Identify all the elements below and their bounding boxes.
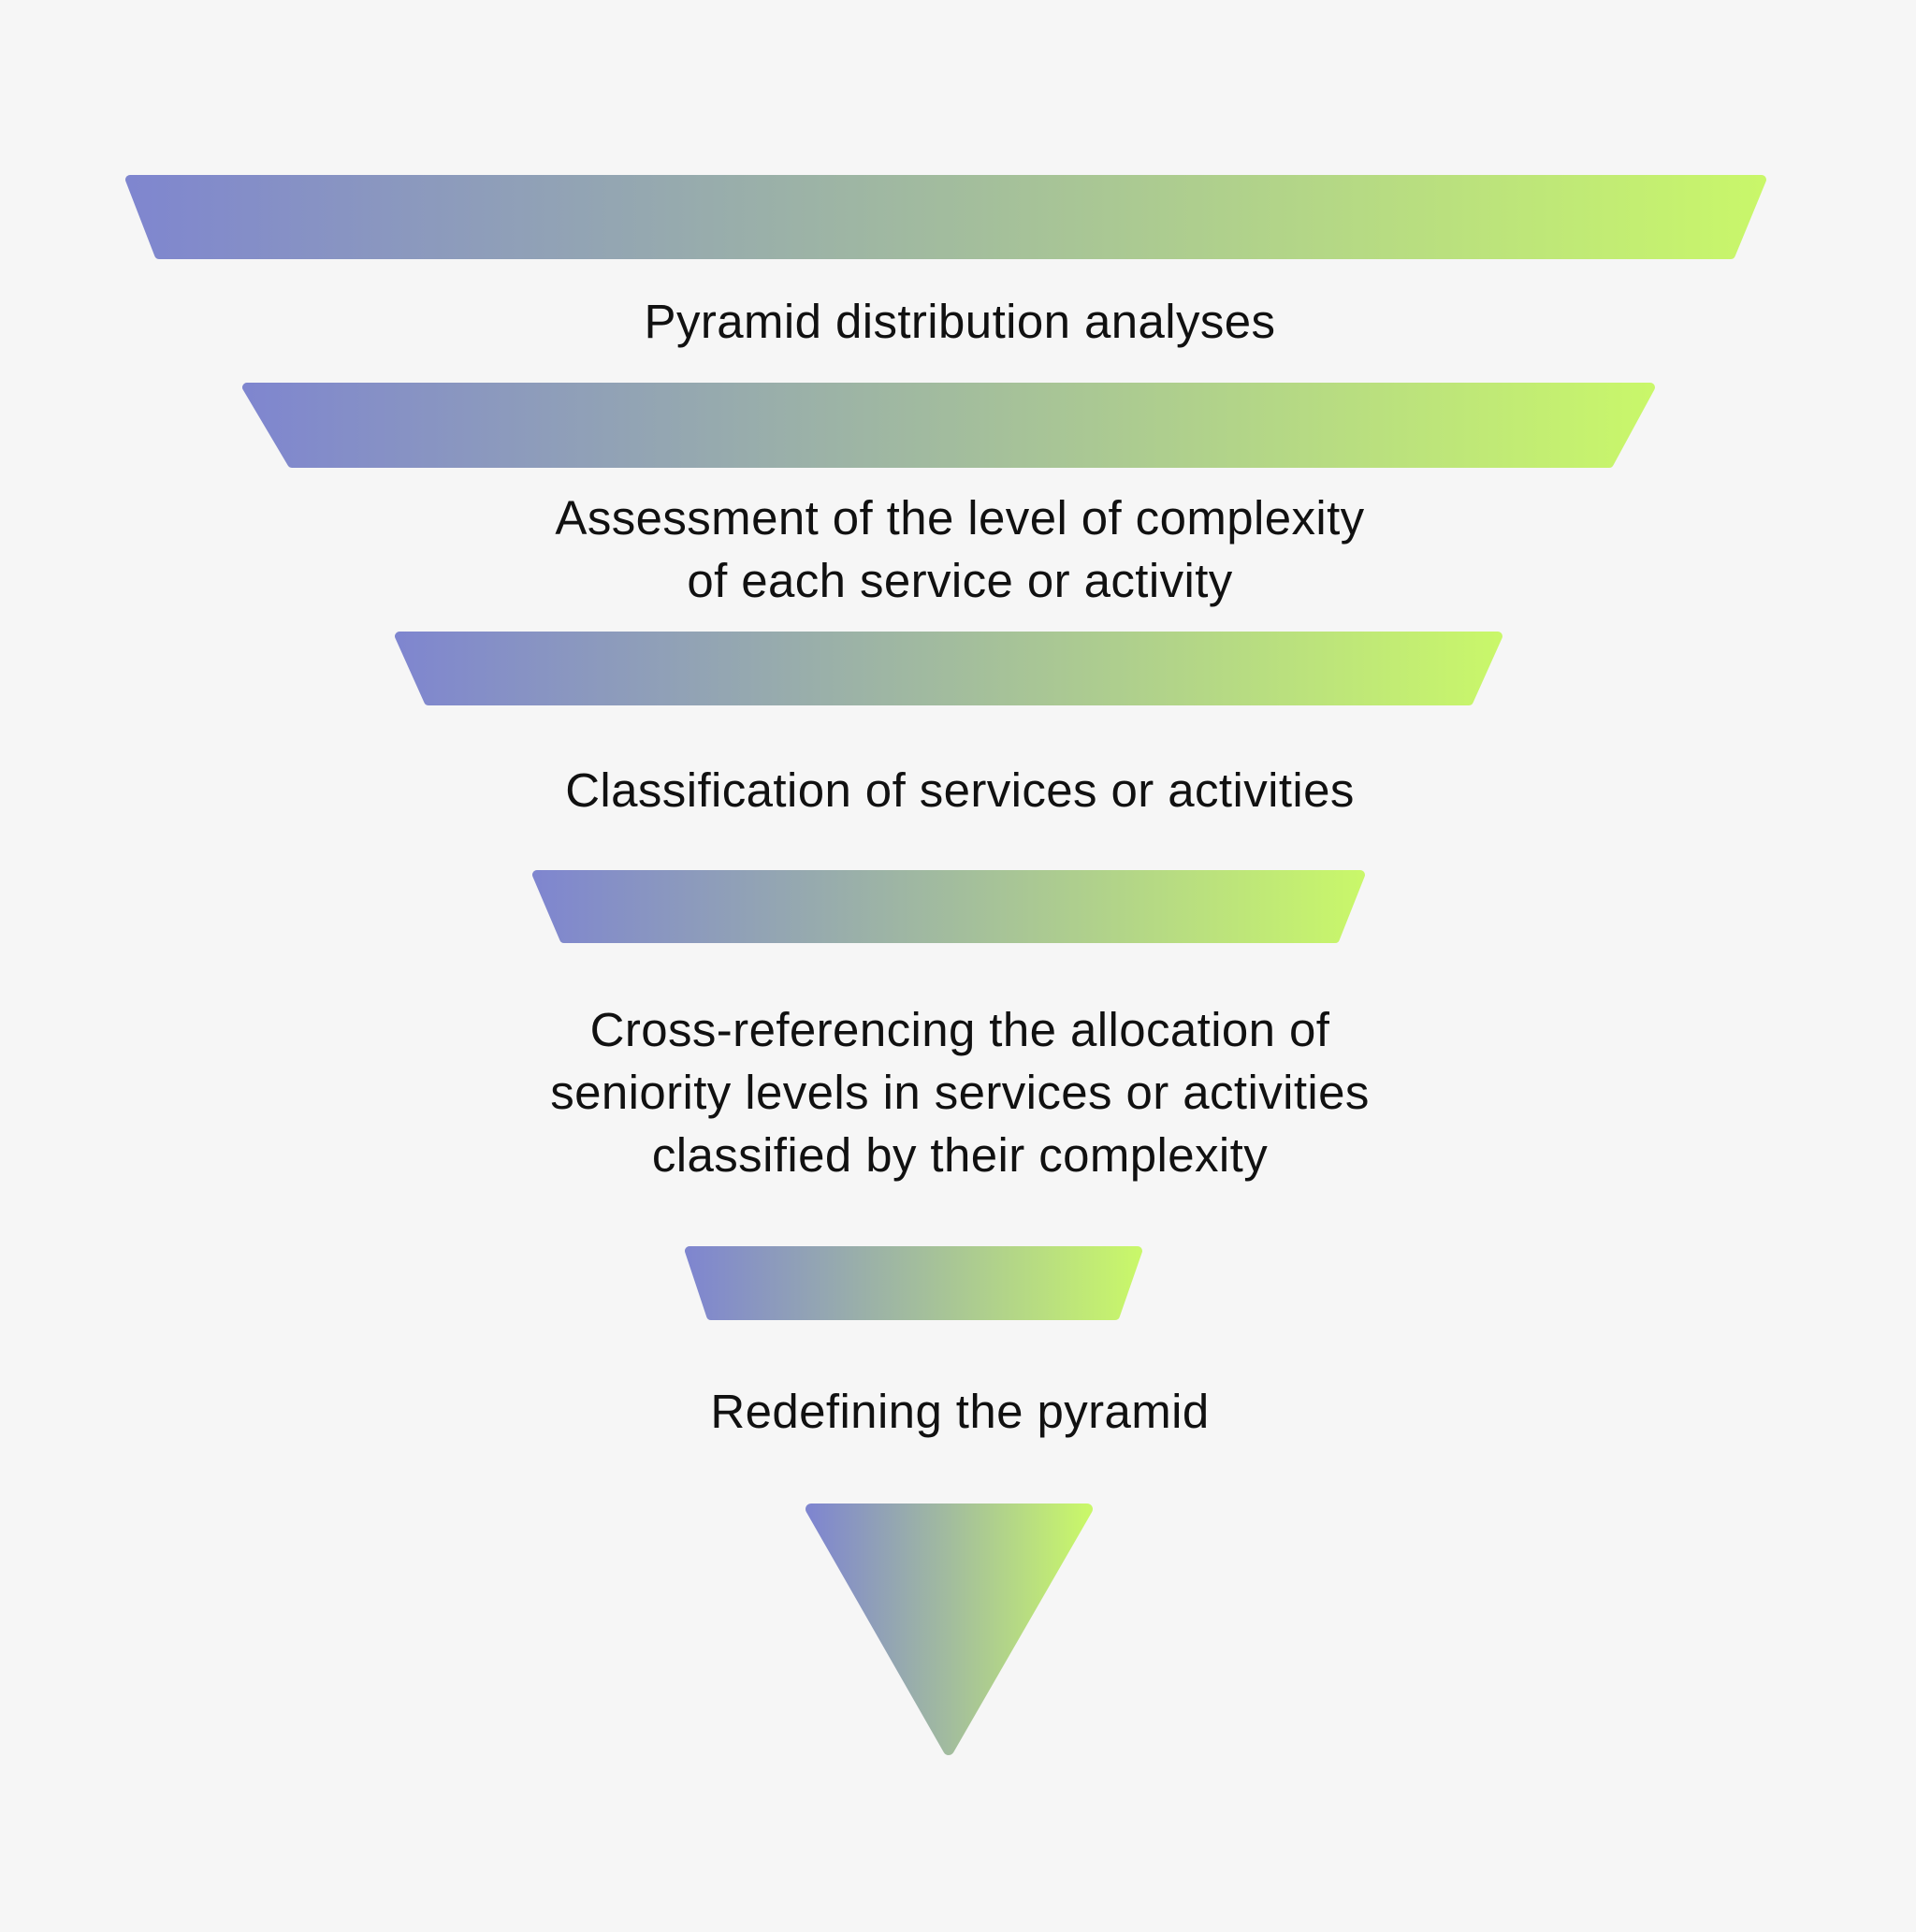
step-4-label: Cross-referencing the allocation of seni…: [0, 998, 1916, 1186]
step-4-label-line-1: Cross-referencing the allocation of: [589, 1003, 1330, 1056]
step-4-label-line-2: seniority levels in services or activiti…: [550, 1066, 1370, 1119]
funnel-tip-triangle-icon: [806, 1503, 1093, 1755]
step-3-label-line-1: Classification of services or activities: [565, 763, 1355, 817]
step-1-label: Pyramid distribution analyses: [0, 290, 1916, 353]
step-2-label-line-2: of each service or activity: [687, 554, 1233, 607]
funnel-bar-5: [685, 1246, 1142, 1320]
step-2-label: Assessment of the level of complexity of…: [0, 487, 1916, 612]
step-4-label-line-3: classified by their complexity: [651, 1128, 1269, 1182]
funnel-bar-2: [242, 383, 1655, 468]
funnel-bar-4: [532, 870, 1365, 943]
step-5-label-line-1: Redefining the pyramid: [710, 1385, 1210, 1438]
step-3-label: Classification of services or activities: [0, 759, 1916, 821]
funnel-bar-3: [395, 632, 1502, 705]
step-1-label-line-1: Pyramid distribution analyses: [644, 295, 1276, 348]
step-5-label: Redefining the pyramid: [0, 1380, 1916, 1443]
funnel-bar-1: [125, 175, 1766, 259]
step-2-label-line-1: Assessment of the level of complexity: [555, 491, 1365, 545]
